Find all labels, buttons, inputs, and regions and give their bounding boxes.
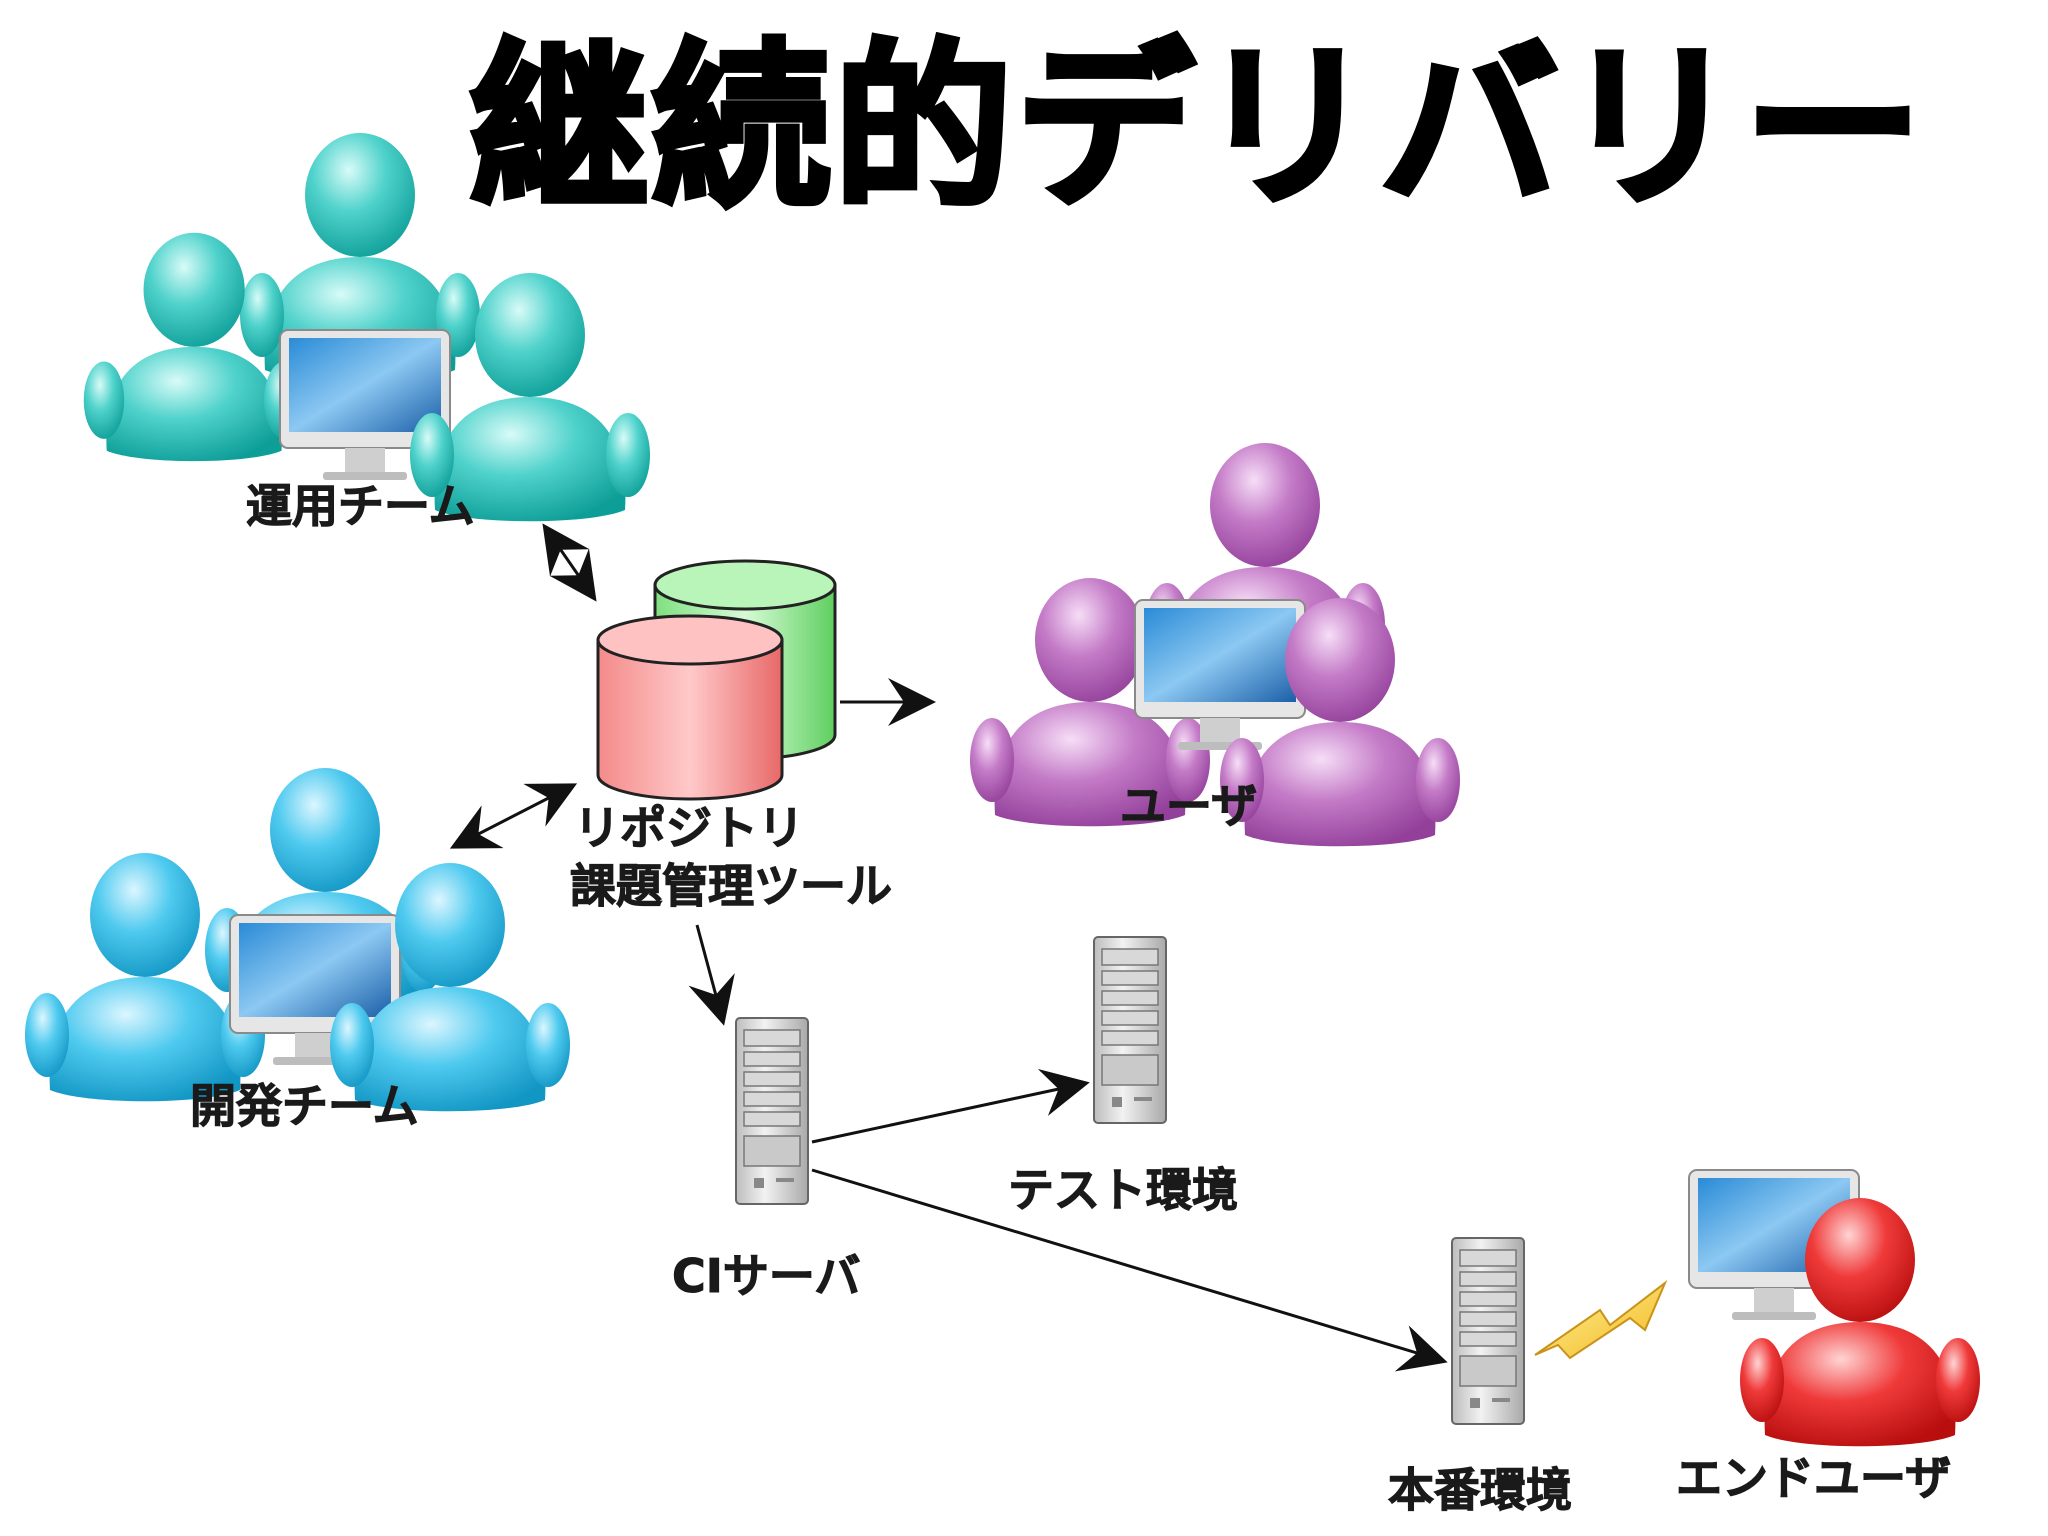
dev-team-icon: [25, 768, 570, 1112]
arrow-dev-repo: [449, 783, 578, 849]
ops-team-label: 運用チーム: [246, 479, 476, 534]
red-cylinder: [596, 614, 784, 801]
dev-team-label: 開発チーム: [190, 1079, 420, 1134]
ci-server-label: CIサーバ: [671, 1249, 861, 1304]
ci-server-icon: [735, 1017, 809, 1205]
arrow-ci-prod: [811, 1168, 1448, 1372]
prod-env-label: 本番環境: [1388, 1463, 1573, 1518]
arrow-repo-ci: [688, 924, 735, 1026]
slide-title: 継続的デリバリー: [467, 24, 1926, 231]
database-icon: [596, 559, 837, 801]
arrow-ops-repo: [542, 523, 597, 602]
lightning-icon: [1534, 1279, 1668, 1360]
arrow-ci-test: [811, 1068, 1090, 1144]
repository-label-line2: 課題管理ツール: [570, 859, 893, 914]
repository-label-line1: リポジトリ: [574, 801, 805, 856]
test-env-server-icon: [1093, 936, 1167, 1124]
ops-team-icon: [83, 133, 650, 522]
end-user-label: エンドユーザ: [1675, 1451, 1952, 1506]
prod-env-server-icon: [1451, 1237, 1525, 1425]
test-env-label: テスト環境: [1008, 1163, 1239, 1218]
users-label: ユーザ: [1119, 779, 1258, 834]
